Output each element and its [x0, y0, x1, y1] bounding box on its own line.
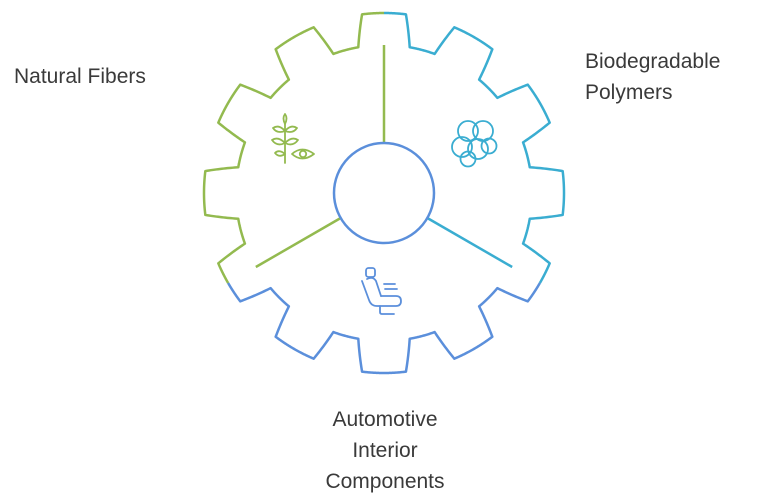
plant-eye-icon — [271, 113, 315, 164]
gear-dividers — [255, 45, 513, 269]
label-automotive-line-3: Components — [325, 470, 445, 493]
label-natural-fibers: Natural Fibers — [14, 61, 146, 92]
gear-segment-bio — [383, 11, 566, 284]
label-natural-fibers-line-1: Natural Fibers — [14, 65, 146, 88]
label-automotive-interior-components: Automotive Interior Components — [280, 404, 490, 497]
gear-divider — [426, 216, 513, 269]
label-automotive-line-1: Automotive — [332, 408, 438, 431]
label-biodegradable-polymers-line-1: Biodegradable — [585, 50, 721, 73]
label-biodegradable-polymers-line-2: Polymers — [585, 81, 673, 104]
gear-outline — [202, 11, 566, 375]
polymer-bubbles-icon — [451, 120, 498, 168]
gear-hub — [332, 141, 436, 245]
gear-segment-natural — [202, 11, 385, 284]
label-biodegradable-polymers: Biodegradable Polymers — [585, 46, 720, 108]
car-seat-icon — [361, 267, 402, 315]
label-automotive-line-2: Interior — [352, 439, 418, 462]
gear-divider — [255, 216, 342, 269]
gear-segment-auto — [227, 282, 541, 375]
